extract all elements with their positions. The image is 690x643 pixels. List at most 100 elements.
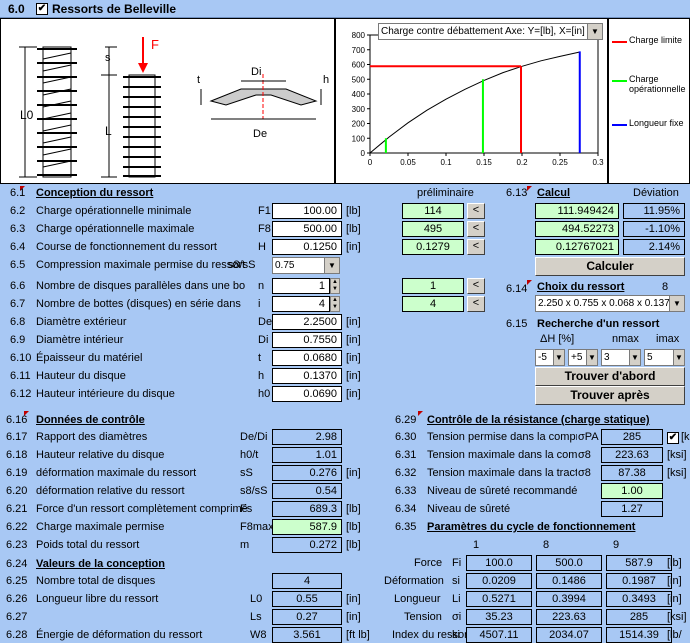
row-num: 6.10: [10, 352, 32, 364]
row-label: Épaisseur du matériel: [36, 352, 143, 364]
svg-text:Di: Di: [251, 66, 261, 78]
row-unit: [ksi]: [667, 467, 687, 479]
row-symbol: De: [258, 316, 273, 328]
row-input[interactable]: 1: [272, 278, 330, 294]
row-label: Nombre de disques parallèles dans une bo: [36, 280, 246, 292]
row-num: 6.7: [10, 298, 26, 310]
row-label: Nombre total de disques: [36, 575, 156, 587]
chevron-down-icon[interactable]: ▼: [586, 350, 597, 365]
row-unit: [ksi]: [667, 449, 687, 461]
cycle-col-header: 1: [473, 539, 480, 551]
row-input[interactable]: 500.00: [272, 221, 342, 237]
chevron-down-icon[interactable]: ▼: [587, 24, 602, 39]
row-unit: [in]: [346, 352, 361, 364]
row-input[interactable]: 0.7550: [272, 332, 342, 348]
imax-dropdown[interactable]: 5▼: [644, 349, 685, 366]
row-num: 6.30: [395, 431, 417, 443]
row-symbol: h0: [258, 388, 271, 400]
row-unit: [lb]: [346, 223, 361, 235]
row-input[interactable]: 0.1370: [272, 368, 342, 384]
apply-prelim-button[interactable]: <: [467, 203, 485, 219]
row-unit: [in]: [346, 334, 361, 346]
dh-max-dropdown[interactable]: +5▼: [568, 349, 598, 366]
row-unit: [lb]: [346, 205, 361, 217]
spring-drawing-svg: L0 s L F Di De t h: [19, 37, 329, 178]
cycle-row-unit: [lb/: [667, 629, 682, 641]
chevron-down-icon[interactable]: ▼: [669, 296, 684, 311]
row-label: Charge maximale permise: [36, 521, 165, 533]
apply-prelim-button[interactable]: <: [467, 221, 485, 237]
stepper[interactable]: ▲▼: [330, 296, 340, 312]
apply-prelim-button[interactable]: <: [467, 296, 485, 312]
chevron-up-icon[interactable]: ▲: [332, 279, 338, 285]
row-symbol: Ls: [250, 611, 262, 623]
calculate-button[interactable]: Calculer: [535, 257, 685, 276]
row-num: 6.11: [10, 370, 31, 382]
row-input[interactable]: 0.1250: [272, 239, 342, 255]
chevron-down-icon[interactable]: ▼: [332, 286, 338, 292]
y-tick-label: 200: [352, 120, 366, 129]
stress-checkbox[interactable]: ✔: [667, 432, 679, 444]
cycle-cell: 500.0: [536, 555, 602, 571]
apply-prelim-button[interactable]: <: [467, 278, 485, 294]
row-symbol: F8: [258, 223, 271, 235]
row-unit: [in]: [346, 593, 361, 605]
chart-type-dropdown[interactable]: Charge contre débattement Axe: Y=[lb], X…: [378, 23, 603, 40]
row-value: 1.00: [601, 483, 663, 499]
calc-value-1: 111.949424: [535, 203, 619, 219]
prelim-label: préliminaire: [417, 187, 474, 199]
chevron-down-icon[interactable]: ▼: [629, 350, 640, 365]
section-checkbox[interactable]: ✔: [36, 3, 48, 15]
legend-label-operational: Charge opérationnelle: [629, 74, 686, 94]
x-tick-label: 0.15: [476, 158, 492, 167]
row-input[interactable]: 0.0680: [272, 350, 342, 366]
nmax-dropdown[interactable]: 3▼: [601, 349, 641, 366]
find-first-button[interactable]: Trouver d'abord: [535, 367, 685, 386]
chevron-down-icon[interactable]: ▼: [673, 350, 684, 365]
row-unit: [in]: [346, 241, 361, 253]
x-tick-label: 0.1: [440, 158, 452, 167]
max-compression-dropdown[interactable]: 0.75▼: [272, 257, 340, 274]
svg-text:t: t: [197, 74, 200, 86]
row-symbol: h: [258, 370, 265, 382]
row-symbol: L0: [250, 593, 263, 605]
svg-text:L: L: [105, 124, 112, 138]
y-tick-label: 600: [352, 61, 366, 70]
stepper[interactable]: ▲▼: [330, 278, 340, 294]
cycle-cell: 4507.11: [466, 627, 532, 643]
compressed-spring-stack: [123, 74, 161, 178]
row-label: Course de fonctionnement du ressort: [36, 241, 217, 253]
dh-min-dropdown[interactable]: -5▼: [535, 349, 565, 366]
apply-prelim-button[interactable]: <: [467, 239, 485, 255]
spring-choice-dropdown[interactable]: 2.250 x 0.755 x 0.068 x 0.137 ▼: [535, 295, 685, 312]
conception-num: 6.24: [6, 558, 28, 570]
cycle-cell: 223.63: [536, 609, 602, 625]
row-unit: [in]: [346, 611, 361, 623]
row-value: 285: [601, 429, 663, 445]
find-next-button[interactable]: Trouver après: [535, 386, 685, 405]
chevron-up-icon[interactable]: ▲: [332, 297, 338, 303]
row-input[interactable]: 0.0690: [272, 386, 342, 402]
row-input[interactable]: 100.00: [272, 203, 342, 219]
row-unit: [ft lb]: [346, 629, 370, 641]
row-input[interactable]: 2.2500: [272, 314, 342, 330]
load-curve: [369, 51, 580, 154]
row-label: Hauteur du disque: [36, 370, 126, 382]
row-symbol: n: [258, 280, 265, 292]
prelim-value: 1: [402, 278, 464, 294]
y-tick-label: 700: [352, 46, 366, 55]
deviation-1: 11.95%: [623, 203, 685, 219]
row-symbol: t: [258, 352, 262, 364]
cycle-row-symbol: Li: [452, 593, 461, 605]
row-label: Force d'un ressort complètement comprimé: [36, 503, 248, 515]
row-num: 6.20: [6, 485, 28, 497]
chevron-down-icon[interactable]: ▼: [553, 350, 564, 365]
chevron-down-icon[interactable]: ▼: [324, 258, 339, 273]
x-tick-label: 0.05: [400, 158, 416, 167]
cycle-row-label: Longueur: [394, 593, 441, 605]
chevron-down-icon[interactable]: ▼: [332, 304, 338, 310]
svg-text:h: h: [323, 74, 329, 86]
row-input[interactable]: 4: [272, 296, 330, 312]
